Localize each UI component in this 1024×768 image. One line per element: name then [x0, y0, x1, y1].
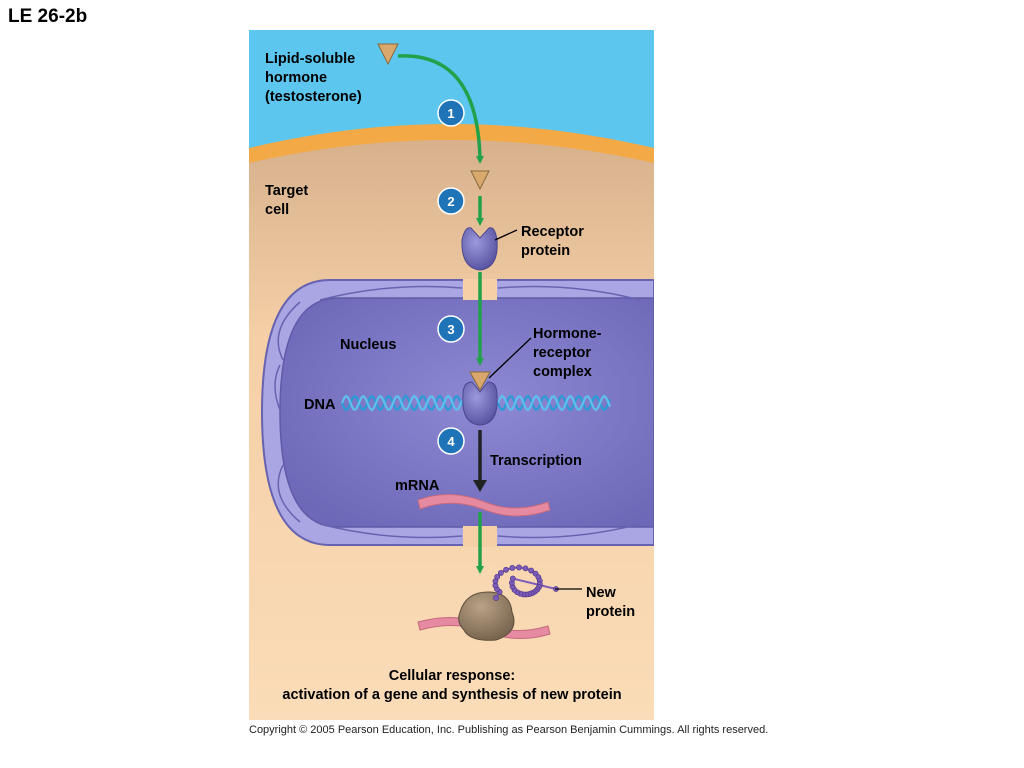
- svg-text:protein: protein: [586, 604, 635, 620]
- dna-label: DNA: [304, 397, 336, 413]
- bound-hormone: [469, 371, 491, 392]
- new-protein-chain: [492, 564, 559, 601]
- svg-text:3: 3: [447, 322, 454, 337]
- step-1: 1: [437, 99, 465, 127]
- svg-text:Receptor: Receptor: [521, 224, 584, 240]
- transcription-label: Transcription: [490, 453, 582, 469]
- mrna-label: mRNA: [395, 478, 440, 494]
- svg-text:complex: complex: [533, 364, 592, 380]
- amino-acid-bead: [497, 570, 504, 576]
- dna-helix: [340, 394, 612, 412]
- step-2: 2: [437, 187, 465, 215]
- hormone-entry-arrow: [397, 54, 484, 164]
- amino-acid-bead: [509, 575, 516, 582]
- svg-text:cell: cell: [265, 202, 289, 218]
- hormone-molecule-outside: [377, 43, 399, 66]
- svg-text:Hormone-: Hormone-: [533, 326, 602, 342]
- receptor-protein-label: Receptor protein: [521, 224, 584, 259]
- svg-text:4: 4: [447, 434, 455, 449]
- hormone-receptor-complex: [462, 381, 498, 426]
- amino-acid-bead: [528, 567, 535, 574]
- transcription-arrowhead: [473, 480, 487, 492]
- nucleus-label: Nucleus: [340, 337, 396, 353]
- amino-acid-bead: [522, 565, 529, 572]
- amino-acid-bead: [516, 564, 522, 571]
- svg-text:Lipid-soluble: Lipid-soluble: [265, 51, 355, 67]
- step-4: 4: [437, 427, 465, 455]
- amino-acid-bead: [493, 595, 499, 601]
- svg-text:protein: protein: [521, 243, 570, 259]
- amino-acid-bead: [494, 573, 501, 580]
- hormone-label: Lipid-soluble hormone (testosterone): [265, 51, 362, 105]
- target-cell-label: Target cell: [265, 183, 308, 218]
- svg-text:receptor: receptor: [533, 345, 591, 361]
- plasma-membrane: [249, 124, 654, 163]
- amino-acid-bead: [509, 565, 516, 571]
- slide-title: LE 26-2b: [8, 6, 88, 27]
- receptor-protein: [461, 227, 498, 271]
- svg-text:1: 1: [447, 106, 454, 121]
- amino-acid-bead: [503, 566, 509, 573]
- step-3: 3: [437, 315, 465, 343]
- mrna-strand-nucleus: [417, 493, 551, 517]
- hormone-molecule-inside: [470, 170, 490, 191]
- new-protein-label: New protein: [586, 585, 635, 620]
- ribosome: [458, 591, 515, 641]
- svg-text:Cellular response:: Cellular response:: [389, 668, 516, 684]
- hormone-receptor-complex-label: Hormone- receptor complex: [533, 326, 602, 380]
- svg-text:hormone: hormone: [265, 70, 327, 86]
- copyright-notice: Copyright © 2005 Pearson Education, Inc.…: [249, 724, 769, 736]
- receptor-leader-line: [494, 229, 518, 241]
- cellular-response-label: Cellular response: activation of a gene …: [282, 668, 621, 703]
- svg-text:New: New: [586, 585, 617, 601]
- svg-text:Target: Target: [265, 183, 308, 199]
- svg-text:2: 2: [447, 194, 454, 209]
- svg-text:(testosterone): (testosterone): [265, 89, 362, 105]
- svg-text:activation of a gene and synth: activation of a gene and synthesis of ne…: [282, 687, 621, 703]
- complex-leader-line: [488, 337, 532, 379]
